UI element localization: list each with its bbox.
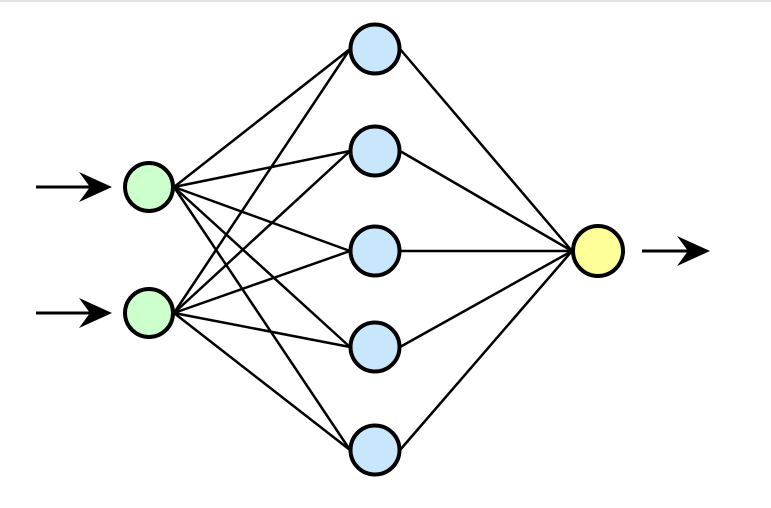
top-border (0, 0, 771, 2)
edge-input-2-to-hidden-5 (173, 312, 351, 451)
hidden-node-5 (348, 423, 402, 477)
edge-input-2-to-hidden-2 (173, 150, 351, 314)
input-node-1 (123, 161, 175, 213)
edge-input-1-to-hidden-4 (173, 186, 351, 348)
output-node (571, 224, 625, 278)
edge-input-2-to-hidden-1 (172, 48, 352, 314)
output-arrow-head-icon (677, 236, 710, 266)
edge-input-1-to-hidden-1 (173, 48, 351, 188)
hidden-node-1 (348, 22, 402, 76)
edge-input-2-to-hidden-3 (173, 249, 351, 315)
edge-input-2-to-hidden-4 (173, 311, 351, 349)
input-node-2 (123, 287, 175, 339)
hidden-node-3 (348, 224, 402, 278)
edge-input-1-to-hidden-5 (172, 186, 352, 451)
hidden-node-4 (348, 320, 402, 374)
hidden-node-2 (348, 124, 402, 178)
edge-hidden-2-to-output (399, 149, 573, 253)
edge-input-1-to-hidden-3 (173, 185, 351, 253)
edge-input-1-to-hidden-2 (173, 149, 351, 189)
edge-hidden-1-to-output (399, 48, 573, 252)
edge-hidden-4-to-output (399, 249, 573, 349)
input-arrow-2-head-icon (79, 298, 112, 328)
edge-hidden-5-to-output (399, 250, 573, 451)
input-arrow-1-head-icon (79, 172, 112, 202)
